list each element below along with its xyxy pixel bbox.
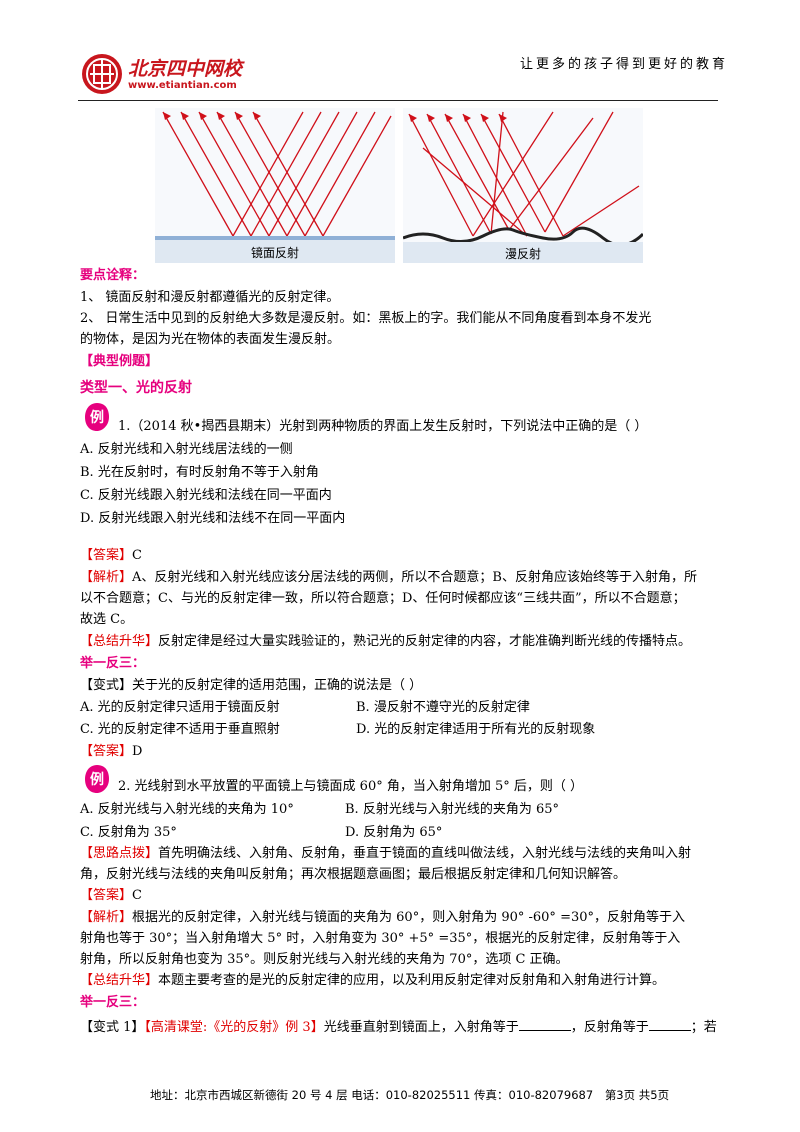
svg-text:例: 例 xyxy=(90,409,104,426)
drill1-option-d: D. 光的反射定律适用于所有光的反射现象 xyxy=(356,722,596,737)
svg-text:例: 例 xyxy=(90,771,104,788)
drill1-title: 举一反三： xyxy=(80,656,146,671)
q2-hint-line2: 角，反射光线与法线的夹角叫反射角；再次根据题意画图；最后根据反射定律和几何知识解… xyxy=(80,867,627,882)
logo-emblem-icon xyxy=(82,54,122,94)
answer-blank[interactable] xyxy=(518,1030,571,1031)
q1-option-d: D. 反射光线跟入射光线和法线不在同一平面内 xyxy=(80,511,346,526)
header-divider xyxy=(78,100,718,101)
footer-address: 地址：北京市西城区新德街 20 号 4 层 电话：010-82025511 传真… xyxy=(150,1088,594,1102)
q1-option-c: C. 反射光线跟入射光线和法线在同一平面内 xyxy=(80,488,332,503)
answer-blank[interactable] xyxy=(648,1030,691,1031)
specular-caption: 镜面反射 xyxy=(251,245,299,260)
q2-stem: 2. 光线射到水平放置的平面镜上与镜面成 60° 角，当入射角增加 5° 后，则… xyxy=(118,779,584,794)
header-slogan: 让更多的孩子得到更好的教育 xyxy=(520,57,729,72)
page-footer: 地址：北京市西城区新德街 20 号 4 层 电话：010-82025511 传真… xyxy=(150,1087,669,1103)
diffuse-caption: 漫反射 xyxy=(505,246,541,261)
q2-option-b: B. 反射光线与入射光线的夹角为 65° xyxy=(345,802,559,817)
logo-url: www.etiantian.com xyxy=(128,80,237,91)
q2-analysis-line3: 射角，所以反射角也变为 35°。则反射光线与入射光线的夹角为 70°，选项 C … xyxy=(80,952,569,967)
drill1-stem: 【变式】关于光的反射定律的适用范围，正确的说法是（ ） xyxy=(80,678,423,693)
q2-analysis-line1: 【解析】根据光的反射定律，入射光线与镜面的夹角为 60°，则入射角为 90° -… xyxy=(80,910,685,925)
drill1-option-c: C. 光的反射定律不适用于垂直照射 xyxy=(80,722,280,737)
q1-analysis-line1: 【解析】A、反射光线和入射光线应该分居法线的两侧，所以不合题意；B、反射角应该始… xyxy=(80,570,697,585)
q1-analysis-line2: 以不合题意；C、与光的反射定律一致，所以符合题意；D、任何时候都应该“三线共面”… xyxy=(80,591,686,606)
q1-stem: 1.（2014 秋•揭西县期末）光射到两种物质的界面上发生反射时，下列说法中正确… xyxy=(118,419,648,434)
example-badge-icon: 例 xyxy=(84,402,110,432)
type1-heading: 类型一、光的反射 xyxy=(80,380,192,396)
footer-page-number: 第3页 共5页 xyxy=(604,1088,670,1102)
q2-option-d: D. 反射角为 65° xyxy=(345,825,443,840)
q2-analysis-line2: 射角也等于 30°；当入射角增大 5° 时，入射角变为 30° +5° =35°… xyxy=(80,931,681,946)
drill1-option-b: B. 漫反射不遵守光的反射定律 xyxy=(356,700,530,715)
q2-hint-line1: 【思路点拨】首先明确法线、入射角、反射角，垂直于镜面的直线叫做法线，入射光线与法… xyxy=(80,846,692,861)
keypoint-2-line1: 2、 日常生活中见到的反射绝大多数是漫反射。如：黑板上的字。我们能从不同角度看到… xyxy=(80,311,652,326)
q1-analysis-line3: 故选 C。 xyxy=(80,612,134,627)
keypoint-1: 1、 镜面反射和漫反射都遵循光的反射定律。 xyxy=(80,290,340,305)
q1-option-b: B. 光在反射时，有时反射角不等于入射角 xyxy=(80,465,319,480)
logo-text: 北京四中网校 xyxy=(128,58,243,80)
keypoint-2-line2: 的物体，是因为光在物体的表面发生漫反射。 xyxy=(80,332,341,347)
drill2-title: 举一反三： xyxy=(80,995,146,1010)
q2-answer: 【答案】C xyxy=(80,888,142,903)
q2-summary: 【总结升华】本题主要考查的是光的反射定律的应用，以及利用反射定律对反射角和入射角… xyxy=(80,973,666,988)
school-logo: 北京四中网校 www.etiantian.com xyxy=(80,52,320,98)
q2-option-c: C. 反射角为 35° xyxy=(80,825,177,840)
drill1-option-a: A. 光的反射定律只适用于镜面反射 xyxy=(80,700,280,715)
typical-examples-heading: 【典型例题】 xyxy=(80,354,159,369)
specular-reflection-figure: 镜面反射 xyxy=(155,108,395,263)
diffuse-reflection-figure: 漫反射 xyxy=(402,108,645,263)
drill1-answer: 【答案】D xyxy=(80,744,143,759)
keypoints-title: 要点诠释： xyxy=(80,268,146,283)
q1-summary: 【总结升华】反射定律是经过大量实践验证的，熟记光的反射定律的内容，才能准确判断光… xyxy=(80,634,692,649)
example-badge-icon: 例 xyxy=(84,764,110,794)
q1-answer: 【答案】C xyxy=(80,548,142,563)
q1-option-a: A. 反射光线和入射光线居法线的一侧 xyxy=(80,442,293,457)
drill2-variant1: 【变式 1】【高清课堂:《光的反射》例 3】光线垂直射到镜面上，入射角等于，反射… xyxy=(80,1020,717,1035)
q2-option-a: A. 反射光线与入射光线的夹角为 10° xyxy=(80,802,294,817)
